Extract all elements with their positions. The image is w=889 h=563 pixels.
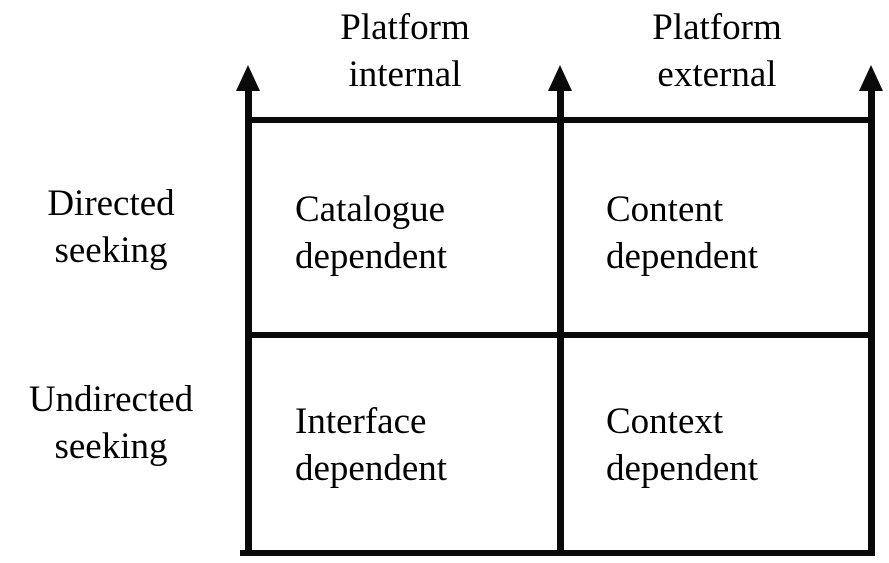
cell-content-dependent: Content dependent	[606, 189, 759, 277]
column-header-platform-external: Platform external	[652, 7, 782, 95]
cell-catalogue-dependent: Catalogue dependent	[295, 189, 448, 277]
column-header-platform-internal: Platform internal	[340, 7, 470, 95]
axis-line-middle	[557, 82, 564, 556]
axis-line-right	[868, 82, 875, 554]
axis-line-left	[245, 82, 252, 556]
row-header-undirected-seeking: Undirected seeking	[28, 379, 194, 467]
grid-line-top	[245, 117, 875, 123]
arrow-up-icon-left	[236, 65, 260, 91]
cell-context-dependent: Context dependent	[606, 401, 759, 489]
grid-line-middle	[245, 332, 875, 338]
arrow-up-icon-middle	[548, 65, 572, 91]
grid-line-bottom	[240, 550, 875, 556]
row-header-directed-seeking: Directed seeking	[47, 183, 175, 271]
arrow-up-icon-right	[859, 65, 883, 91]
cell-interface-dependent: Interface dependent	[295, 401, 448, 489]
